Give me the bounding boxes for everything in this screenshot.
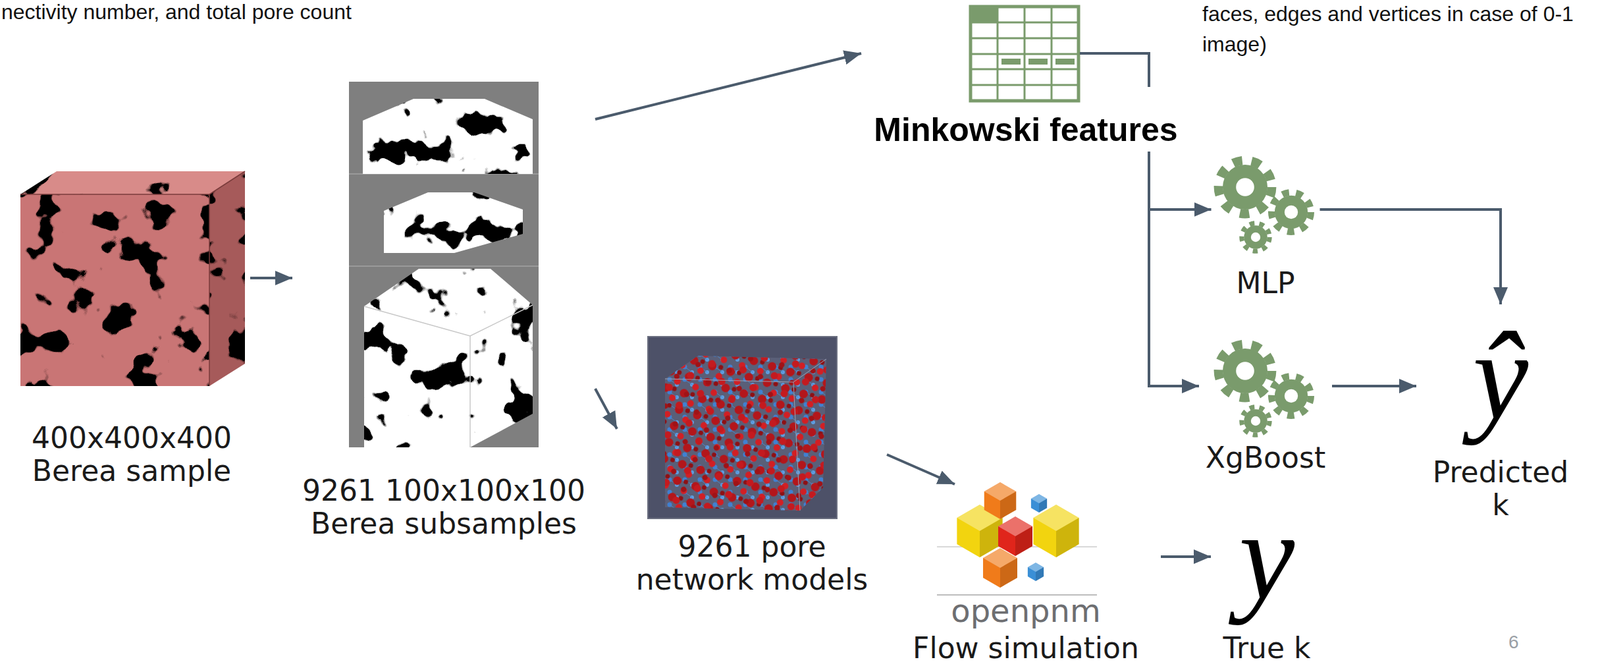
gear: [1271, 192, 1311, 232]
gear-icon: [1218, 344, 1311, 436]
box-edge: [793, 381, 800, 511]
flow-arrow: [595, 53, 862, 120]
logo-text: openpnm: [894, 594, 1157, 627]
pore-dots: [665, 355, 827, 511]
slice-image: [383, 192, 523, 253]
cube-face: [209, 171, 245, 386]
logo-cube: [983, 547, 1018, 588]
gear: [1218, 160, 1273, 214]
table-bar: [1028, 58, 1048, 65]
sample-node: 400x400x400 Berea sample: [13, 167, 251, 491]
cube-edge: [20, 194, 210, 386]
subcube-image: [364, 268, 533, 448]
flow-arrow: [1148, 151, 1212, 210]
note-text: faces, edges and vertices in case of 0-1…: [1202, 0, 1598, 60]
flow-arrow: [1148, 151, 1200, 386]
table-cell: [970, 6, 998, 23]
caption-text: 9261 100x100x100 Berea subsamples: [296, 474, 592, 541]
image-panel: [647, 336, 837, 519]
table-grid: [970, 6, 1079, 101]
slice-image: [362, 98, 533, 174]
rock-cube: [20, 171, 245, 386]
caption-text: Flow simulation: [894, 631, 1157, 666]
subsample-stack: [348, 81, 539, 448]
throat-dots: [665, 355, 827, 511]
caption-text: MLP: [1215, 266, 1317, 301]
flow-arrow: [1160, 555, 1211, 558]
table-frame: [970, 6, 1079, 101]
cube-edge: [469, 335, 471, 448]
network-node: 9261 pore network models: [616, 332, 887, 600]
feature-node: Minkowski features: [861, 2, 1191, 152]
network-box: [665, 355, 827, 511]
table-bar: [1001, 58, 1021, 65]
image-panel: [348, 81, 539, 448]
table-icon: [970, 6, 1149, 101]
subsample-node: 9261 100x100x100 Berea subsamples: [292, 77, 596, 544]
gear: [1218, 344, 1273, 398]
gear: [1271, 375, 1311, 416]
logo-cube: [1031, 493, 1047, 513]
output-node: ŷPredicted k: [1416, 304, 1585, 525]
math-symbol: y: [1214, 493, 1319, 619]
flow-arrow: [250, 276, 293, 280]
cube-edge: [209, 171, 245, 195]
page-number: 6: [1508, 630, 1520, 654]
table-bar: [1055, 58, 1075, 65]
logo-cube: [1027, 562, 1044, 581]
logo-cube: [1033, 504, 1079, 558]
note-text: nectivity number, and total pore count: [1, 0, 352, 25]
caption-text: 400x400x400 Berea sample: [17, 421, 247, 488]
flow-arrow: [595, 388, 617, 429]
cube-face: [20, 194, 210, 386]
panel-divider: [348, 265, 539, 267]
caption-text: 9261 pore network models: [620, 530, 883, 597]
math-symbol: ŷ: [1420, 313, 1581, 439]
feature-line: [1079, 53, 1149, 87]
gear: [1241, 223, 1270, 251]
heading-text: Minkowski features: [865, 111, 1187, 150]
flow-arrow: [886, 454, 955, 484]
gear-icon: [1218, 160, 1311, 252]
flow-arrow: [1332, 384, 1417, 388]
model-node: XgBoost: [1199, 335, 1333, 478]
simulation-node: openpnmFlow simulation: [890, 483, 1161, 668]
flow-arrow: [1320, 209, 1502, 305]
pore-network-image: [647, 336, 837, 519]
caption-text: Predicted k: [1420, 455, 1581, 523]
model-node: MLP: [1211, 150, 1321, 303]
caption-text: True k: [1214, 631, 1319, 666]
logo-cube: [984, 481, 1016, 519]
target-node: yTrue k: [1210, 483, 1323, 668]
gear: [1241, 406, 1270, 435]
cube-edge: [364, 304, 533, 336]
cube-face: [20, 171, 245, 195]
openpnm-logo: [936, 481, 1097, 595]
caption-text: XgBoost: [1202, 441, 1329, 475]
pore-dots: [665, 355, 827, 511]
box-edge: [665, 358, 827, 382]
